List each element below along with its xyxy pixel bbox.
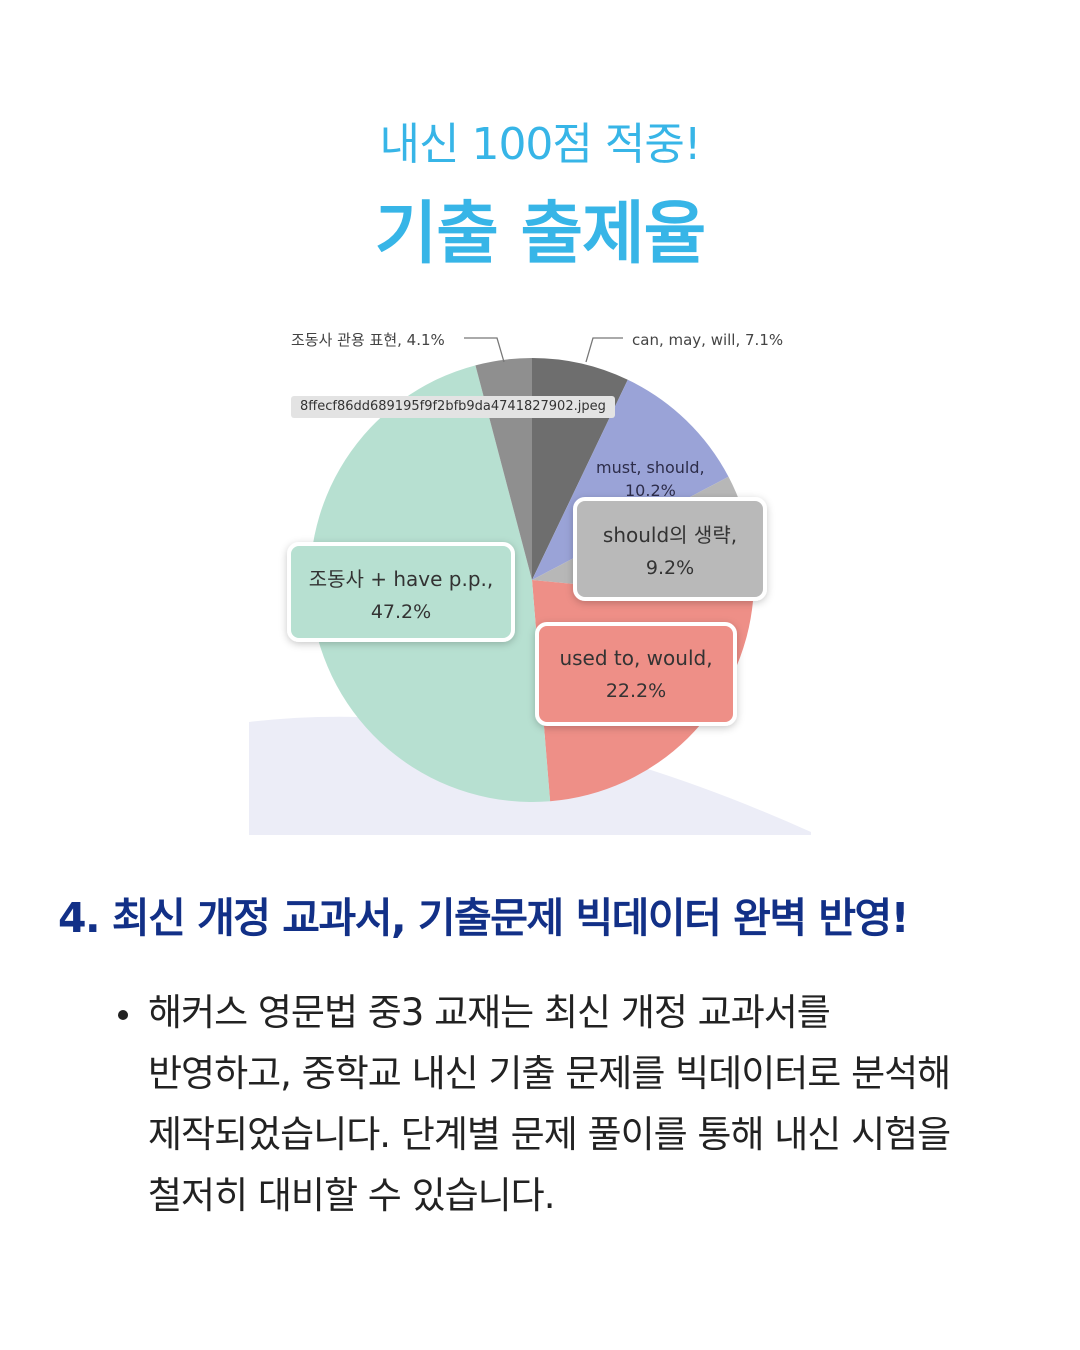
label-must-should-name: must, should, bbox=[596, 458, 705, 477]
label-leader-left: 조동사 관용 표현, 4.1% bbox=[291, 331, 445, 349]
bullet-dot bbox=[118, 1010, 128, 1020]
label-must-should-pct: 10.2% bbox=[625, 481, 676, 500]
section-heading: 4. 최신 개정 교과서, 기출문제 빅데이터 완벽 반영! bbox=[58, 894, 909, 942]
bullet-item: 해커스 영문법 중3 교재는 최신 개정 교과서를 반영하고, 중학교 내신 기… bbox=[118, 982, 998, 1226]
page-title: 기출 출제율 bbox=[374, 195, 706, 274]
leader-line-right bbox=[585, 337, 623, 363]
callout-used-to-name: used to, would, bbox=[559, 646, 712, 670]
callout-should-omit-name: should의 생략, bbox=[603, 523, 737, 547]
callout-box-have-pp bbox=[287, 542, 515, 642]
pie-chart: 조동사 관용 표현, 4.1% can, may, will, 7.1% mus… bbox=[249, 331, 811, 835]
callout-should-omit-pct: 9.2% bbox=[646, 557, 694, 579]
callout-box-used-to bbox=[535, 622, 737, 726]
callout-have-pp-pct: 47.2% bbox=[371, 601, 431, 623]
callout-have-pp-name: 조동사 + have p.p., bbox=[309, 567, 494, 591]
page-subtitle: 내신 100점 적중! bbox=[379, 119, 702, 170]
callout-box-should-omit bbox=[573, 497, 767, 601]
bullet-text: 해커스 영문법 중3 교재는 최신 개정 교과서를 반영하고, 중학교 내신 기… bbox=[148, 991, 951, 1217]
leader-line-left bbox=[464, 337, 505, 363]
callout-used-to-pct: 22.2% bbox=[606, 680, 666, 702]
image-filename-tag: 8ffecf86dd689195f9f2bfb9da4741827902.jpe… bbox=[291, 396, 615, 418]
label-leader-right: can, may, will, 7.1% bbox=[632, 331, 783, 349]
pie-chart-image: 조동사 관용 표현, 4.1% can, may, will, 7.1% mus… bbox=[249, 312, 811, 835]
